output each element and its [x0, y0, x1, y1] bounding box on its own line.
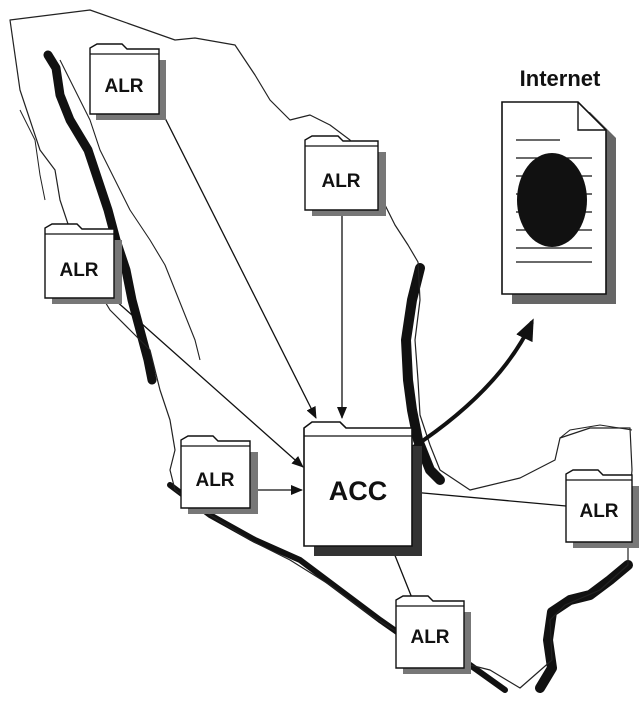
- alr-label: ALR: [104, 76, 143, 97]
- acc-label: ACC: [329, 476, 388, 506]
- internet-label: Internet: [520, 66, 601, 91]
- alr-node: ALR: [89, 43, 166, 120]
- link-alr-northwest-to-acc: [164, 117, 317, 419]
- map-outline-yucatan: [559, 424, 633, 439]
- alr-label: ALR: [579, 501, 618, 522]
- alr-label: ALR: [195, 470, 234, 491]
- alr-node: ALR: [180, 435, 258, 514]
- internet-node: Internet: [501, 66, 616, 304]
- map-outline-baja-west: [19, 109, 46, 201]
- link-acc-to-internet: [410, 318, 534, 450]
- alr-node: ALR: [565, 469, 639, 548]
- alr-label: ALR: [410, 627, 449, 648]
- link-acc-to-alr-south: [391, 547, 413, 599]
- document-corner-fold: [577, 102, 606, 131]
- map-shadow-baja: [43, 50, 157, 385]
- map-shadow-gulf: [401, 263, 445, 485]
- alr-node: ALR: [304, 135, 386, 216]
- acc-node: ACC: [303, 421, 422, 556]
- alr-label: ALR: [59, 260, 98, 281]
- globe-icon: [517, 153, 587, 247]
- alr-node: ALR: [395, 595, 471, 674]
- link-alr-west-to-acc: [114, 299, 304, 468]
- link-acc-to-alr-southeast: [411, 491, 567, 507]
- alr-node: ALR: [44, 223, 122, 304]
- alr-label: ALR: [321, 171, 360, 192]
- map-shadow-yucatan: [535, 560, 633, 693]
- connectors: [114, 117, 567, 599]
- map-outline-baja: [59, 59, 201, 361]
